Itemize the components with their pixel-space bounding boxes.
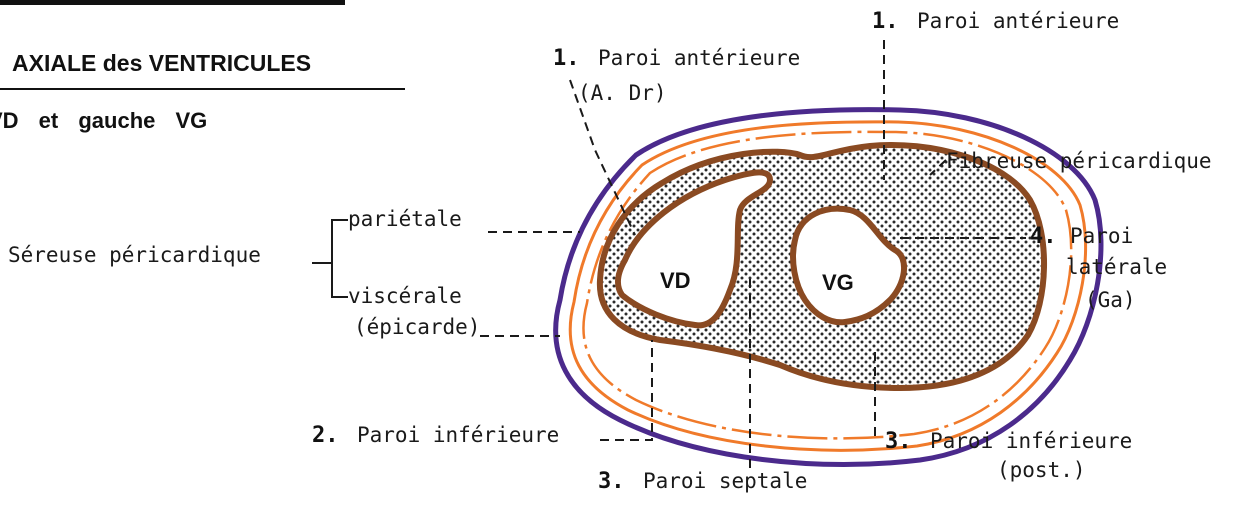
wall1a-number: 1. [553, 46, 580, 71]
section-title: AXIALE des VENTRICULES [12, 50, 311, 76]
wall3s-number: 3. [598, 469, 625, 494]
wall3i-label: Paroi inférieure [930, 429, 1132, 453]
wall4-number: 4. [1030, 224, 1057, 249]
bracket-bottom [332, 263, 348, 297]
wall1b-number: 1. [872, 9, 899, 34]
wall3i-number: 3. [885, 429, 912, 454]
header-bar [0, 0, 345, 5]
vd-label: VD [660, 268, 691, 293]
wall4-label-1: Paroi [1070, 224, 1133, 248]
sereuse-label: Séreuse péricardique [8, 243, 261, 267]
section-subtitle: VD et gauche VG [0, 108, 207, 133]
wall1b-label: Paroi antérieure [917, 9, 1119, 33]
epicarde-label: (épicarde) [354, 315, 480, 339]
wall3s-label: Paroi septale [643, 469, 807, 493]
wall2-number: 2. [312, 423, 339, 448]
parietale-label: pariétale [348, 207, 462, 231]
bracket-top [312, 220, 348, 263]
vg-label: VG [822, 270, 854, 295]
wall1a-sub: (A. Dr) [578, 81, 667, 105]
wall4-label-2: latérale [1066, 255, 1167, 279]
wall3i-sub: (post.) [997, 458, 1086, 482]
fibreuse-label: Fibreuse péricardique [946, 149, 1212, 173]
wall1a-label: Paroi antérieure [598, 46, 800, 70]
wall4-sub: (Ga) [1085, 288, 1136, 312]
viscerale-label: viscérale [348, 284, 462, 308]
wall2-label: Paroi inférieure [357, 423, 559, 447]
